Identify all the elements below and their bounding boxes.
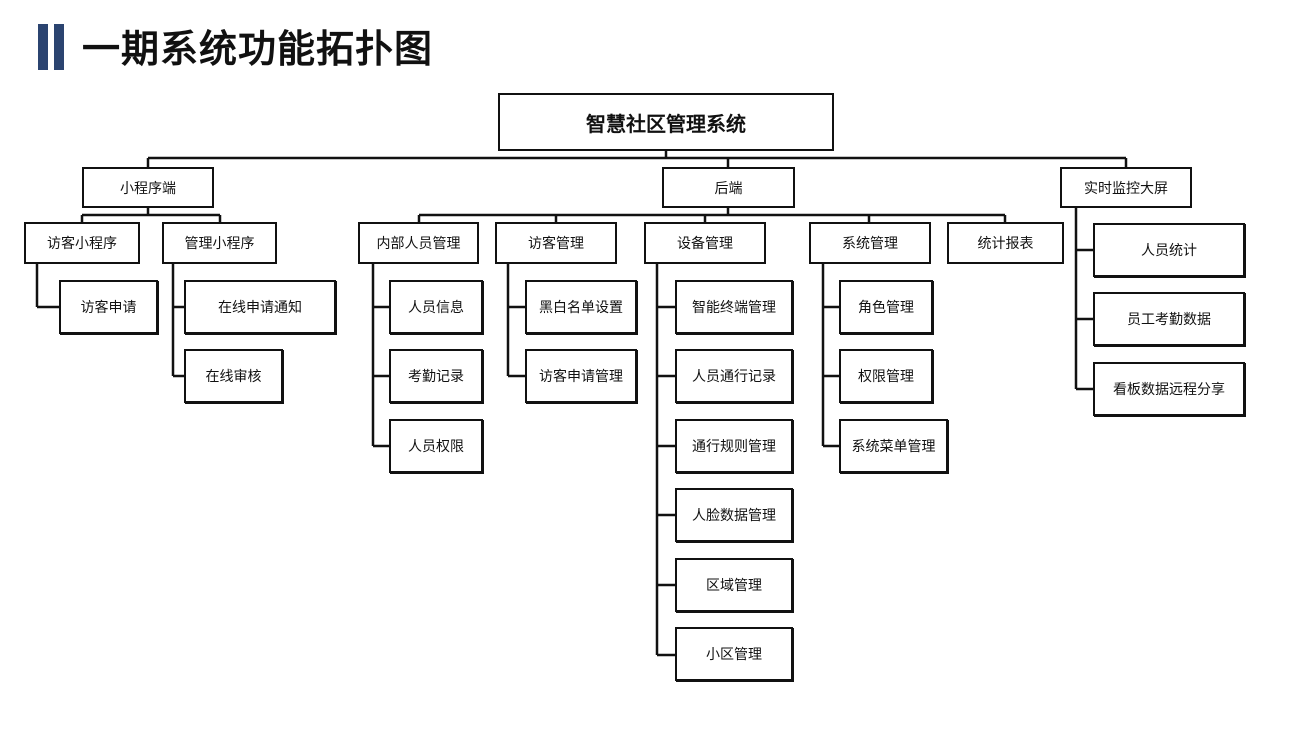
node-visitor-management: 访客管理 (495, 222, 617, 264)
title-accent-bar-1 (38, 24, 48, 70)
node-staff-info: 人员信息 (389, 280, 483, 334)
node-backend: 后端 (662, 167, 795, 208)
node-role-management: 角色管理 (839, 280, 933, 334)
node-staff-permission: 人员权限 (389, 419, 483, 473)
node-monitor-screen: 实时监控大屏 (1060, 167, 1192, 208)
node-system-management: 系统管理 (809, 222, 931, 264)
node-visitor-mini-program: 访客小程序 (24, 222, 140, 264)
node-smart-terminal: 智能终端管理 (675, 280, 793, 334)
node-passage-rules: 通行规则管理 (675, 419, 793, 473)
node-employee-attendance: 员工考勤数据 (1093, 292, 1245, 346)
node-statistics-report: 统计报表 (947, 222, 1064, 264)
page-title: 一期系统功能拓扑图 (82, 27, 434, 71)
node-attendance-record: 考勤记录 (389, 349, 483, 403)
node-community-management: 小区管理 (675, 627, 793, 681)
node-root: 智慧社区管理系统 (498, 93, 834, 151)
node-manage-mini-program: 管理小程序 (162, 222, 277, 264)
title-accent-bar-2 (54, 24, 64, 70)
node-online-apply-notice: 在线申请通知 (184, 280, 336, 334)
node-blacklist-whitelist: 黑白名单设置 (525, 280, 637, 334)
node-face-data: 人脸数据管理 (675, 488, 793, 542)
node-visitor-apply-management: 访客申请管理 (525, 349, 637, 403)
node-device-management: 设备管理 (644, 222, 766, 264)
node-visitor-apply: 访客申请 (59, 280, 158, 334)
node-permission-management: 权限管理 (839, 349, 933, 403)
title-bar (38, 24, 70, 70)
node-staff-management: 内部人员管理 (358, 222, 479, 264)
node-dashboard-share: 看板数据远程分享 (1093, 362, 1245, 416)
node-passage-record: 人员通行记录 (675, 349, 793, 403)
node-area-management: 区域管理 (675, 558, 793, 612)
node-staff-statistics: 人员统计 (1093, 223, 1245, 277)
node-mini-program: 小程序端 (82, 167, 214, 208)
node-online-review: 在线审核 (184, 349, 283, 403)
node-system-menu: 系统菜单管理 (839, 419, 948, 473)
